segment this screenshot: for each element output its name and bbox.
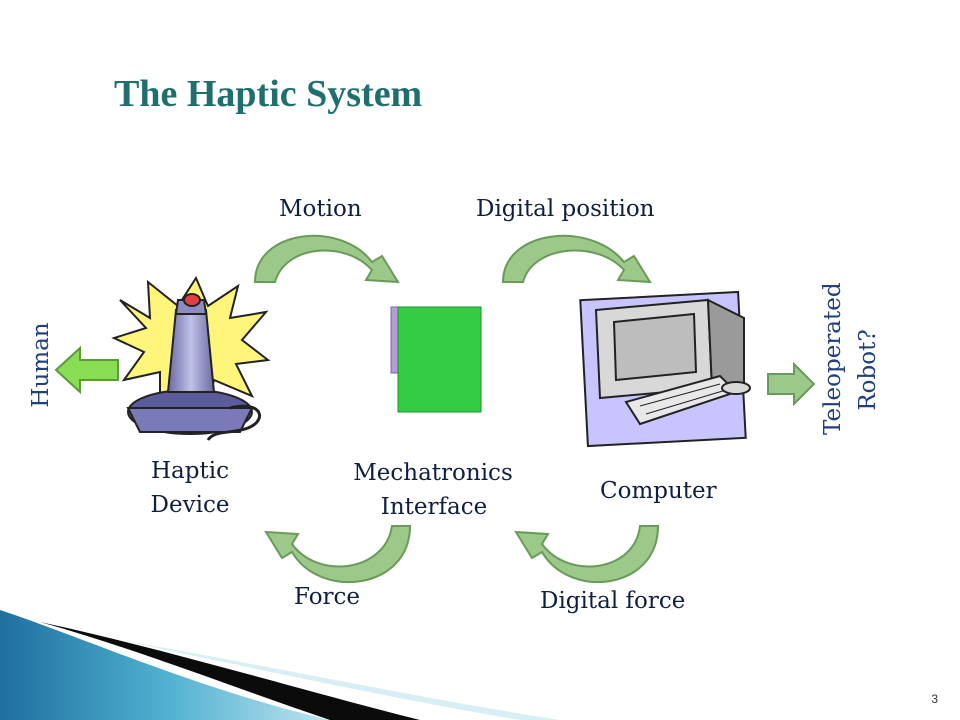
motion-label: Motion <box>279 196 362 222</box>
force-arrow <box>264 525 412 584</box>
teleoperated-label: Teleoperated <box>820 282 846 435</box>
corner-swoosh-decoration <box>0 610 560 720</box>
mechatronics-label-line2: Interface <box>380 494 488 520</box>
haptic-device-label-line2: Device <box>150 492 230 518</box>
computer-icon <box>579 290 751 448</box>
page-number: 3 <box>931 692 938 706</box>
robot-arrow <box>767 361 816 407</box>
haptic-device-label-line1: Haptic <box>151 458 229 484</box>
human-arrow <box>54 345 119 395</box>
mechatronics-label-line1: Mechatronics <box>353 460 513 486</box>
computer-label: Computer <box>600 478 717 504</box>
digital-force-arrow <box>514 525 660 584</box>
digital-position-label: Digital position <box>476 196 655 222</box>
force-label: Force <box>294 584 361 610</box>
motion-arrow <box>253 234 400 284</box>
slide-title: The Haptic System <box>114 73 423 115</box>
digital-force-label: Digital force <box>540 588 686 614</box>
joystick-icon <box>111 275 271 441</box>
robot-label: Robot? <box>855 329 881 411</box>
circuit-board-icon <box>390 306 482 413</box>
digital-position-arrow <box>501 234 652 284</box>
human-label: Human <box>28 322 54 408</box>
